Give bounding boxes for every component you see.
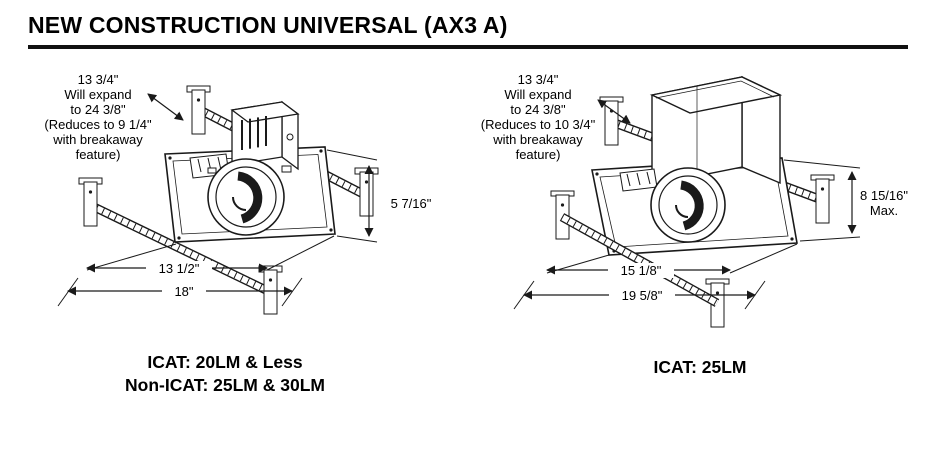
left-outer-width-dimension-label: 18" [162,284,206,299]
note-line: feature) [515,147,561,162]
note-line: to 24 3/8" [70,102,126,117]
aperture-ring [207,158,292,236]
left-expand-note: 13 3/4" Will expand to 24 3/8" (Reduces … [20,72,176,162]
note-line: to 24 3/8" [510,102,566,117]
mounting-bracket-left [550,190,575,240]
hanger-bar-front [559,213,720,307]
note-line: (Reduces to 10 3/4" [480,117,596,132]
right-height-dimension-label: 8 15/16" Max. [852,188,916,218]
mounting-bracket-left [78,177,103,227]
junction-box [230,100,300,171]
note-line: 13 3/4" [517,72,559,87]
right-height-dimension-max: Max. [869,203,899,218]
right-outer-width-dimension-label: 19 5/8" [609,288,675,303]
left-caption-line2: Non-ICAT: 25LM & 30LM [125,375,325,395]
hanger-bar-front [88,200,272,297]
note-line: with breakaway [53,132,143,147]
left-fixture-isometric-drawing [57,85,379,315]
note-line: with breakaway [493,132,583,147]
right-height-dimension-value: 8 15/16" [860,188,908,203]
note-line: Will expand [504,87,572,102]
right-fixture-isometric-drawing [513,75,861,328]
title-underline [28,45,908,49]
mounting-bracket-right [810,174,835,224]
mounting-bracket-top [186,85,211,135]
right-inner-width-dimension-label: 15 1/8" [608,263,674,278]
left-inner-width-dimension-label: 13 1/2" [146,261,212,276]
left-caption-line1: ICAT: 20LM & Less [147,352,303,372]
note-line: (Reduces to 9 1/4" [44,117,152,132]
left-height-dimension-label: 5 7/16" [390,196,432,211]
note-line: 13 3/4" [77,72,119,87]
right-caption: ICAT: 25LM [653,357,747,377]
aperture-ring [650,167,726,243]
right-expand-note: 13 3/4" Will expand to 24 3/8" (Reduces … [460,72,616,162]
plenum-box [649,75,783,186]
page-title: NEW CONSTRUCTION UNIVERSAL (AX3 A) [28,12,508,38]
note-line: feature) [75,147,121,162]
adjustment-plate [619,168,658,192]
note-line: Will expand [64,87,132,102]
left-caption: ICAT: 20LM & Less Non-ICAT: 25LM & 30LM [70,351,380,397]
